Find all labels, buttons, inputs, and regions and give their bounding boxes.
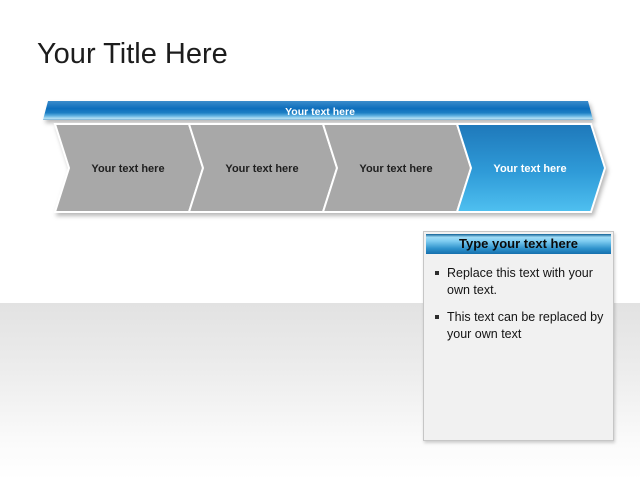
chevron-label-1: Your text here: [91, 163, 164, 175]
callout-header[interactable]: Type your text here: [426, 234, 611, 254]
bullet-square-icon: [435, 271, 439, 275]
chevron-label-2: Your text here: [225, 163, 298, 175]
bullet-text: Replace this text with your own text.: [447, 266, 593, 298]
banner-label: Your text here: [285, 106, 355, 118]
bullet-square-icon: [435, 314, 439, 319]
callout-box[interactable]: Type your text here Replace this text wi…: [423, 231, 614, 441]
list-item[interactable]: Replace this text with your own text.: [434, 265, 607, 300]
chevron-shape-4-active[interactable]: [455, 123, 607, 213]
list-item[interactable]: This text can be replaced by your own te…: [434, 309, 607, 344]
callout-body: Replace this text with your own text. Th…: [424, 256, 613, 343]
chevron-label-4: Your text here: [493, 163, 566, 175]
chevron-label-3: Your text here: [359, 163, 432, 175]
bullet-text: This text can be replaced by your own te…: [447, 309, 604, 341]
banner-shape[interactable]: [43, 101, 593, 120]
slide-title[interactable]: Your Title Here: [37, 38, 228, 70]
process-diagram: Your text here Your text here Your text …: [43, 101, 607, 213]
